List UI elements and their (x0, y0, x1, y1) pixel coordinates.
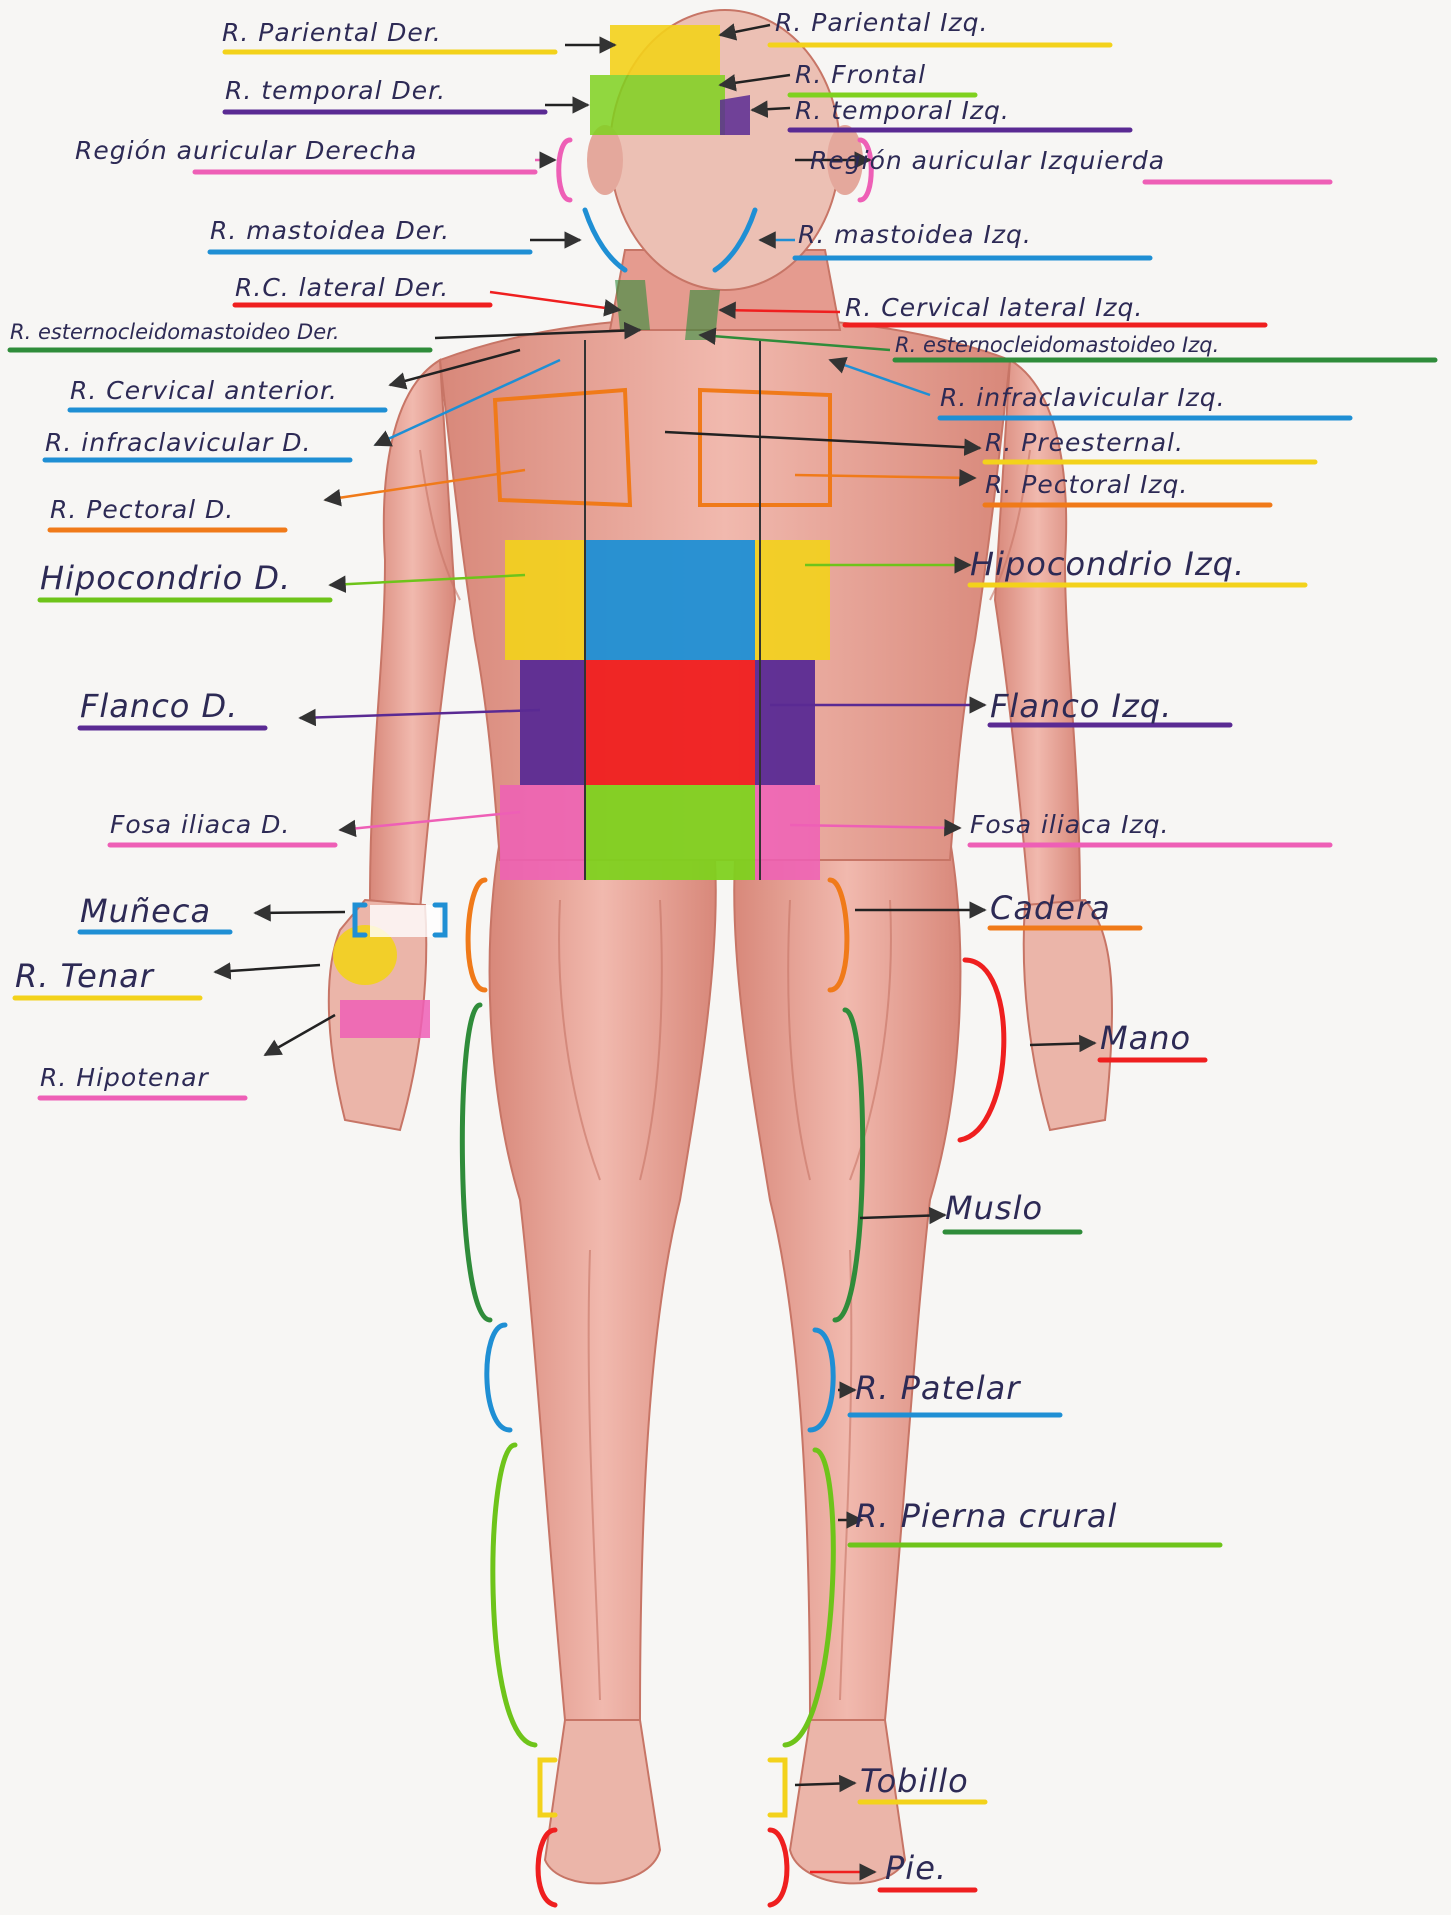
label-preesternal: R. Preesternal. (985, 430, 1184, 455)
right-leg (490, 840, 716, 1720)
bracket-tobillo-izq (770, 1760, 785, 1815)
label-muslo: Muslo (945, 1192, 1043, 1224)
left-hand (1024, 900, 1112, 1130)
bracket-mastoidea-der (585, 210, 625, 270)
hipogastrio-region (585, 785, 755, 880)
mesogastrio-region (585, 660, 755, 785)
label-esterno-izq: R. esternocleidomastoideo Izq. (895, 335, 1219, 356)
label-temporal-der: R. temporal Der. (225, 78, 446, 103)
label-cervical-lat-izq: R. Cervical lateral Izq. (845, 295, 1143, 320)
hipotenar-region (340, 1000, 430, 1038)
bracket-cadera-der (468, 880, 485, 990)
wrist-band (370, 905, 440, 937)
label-parietal-der: R. Pariental Der. (222, 20, 442, 45)
label-infraclavicular-izq: R. infraclavicular Izq. (940, 385, 1226, 410)
label-temporal-izq: R. temporal Izq. (795, 98, 1010, 123)
label-tobillo: Tobillo (860, 1765, 969, 1797)
label-flanco-der: Flanco D. (80, 690, 238, 722)
label-pectoral-izq: R. Pectoral Izq. (985, 472, 1188, 497)
label-esterno-der: R. esternocleidomastoideo Der. (10, 322, 340, 343)
label-flanco-izq: Flanco Izq. (990, 690, 1172, 722)
label-hipocondrio-der: Hipocondrio D. (40, 562, 291, 594)
arrow-hipotenar (265, 1015, 335, 1055)
flanco-izq-region (755, 660, 815, 785)
hipocondrio-der-region (505, 540, 585, 660)
bracket-muslo-der (462, 1005, 490, 1320)
label-patelar: R. Patelar (855, 1372, 1020, 1404)
label-infraclavicular-der: R. infraclavicular D. (45, 430, 311, 455)
label-cervical-lat-der: R.C. lateral Der. (235, 275, 449, 300)
label-mastoidea-izq: R. mastoidea Izq. (798, 222, 1032, 247)
label-parietal-izq: R. Pariental Izq. (775, 10, 988, 35)
label-pie: Pie. (885, 1852, 947, 1884)
label-tenar: R. Tenar (15, 960, 154, 992)
epigastrio-region (585, 540, 755, 660)
label-mano: Mano (1100, 1022, 1191, 1054)
arrow-cervical-lat-der (490, 292, 620, 310)
label-auricular-der: Región auricular Derecha (75, 138, 417, 163)
hipocondrio-izq-region (755, 540, 830, 660)
label-fosa-iliaca-izq: Fosa iliaca Izq. (970, 812, 1169, 837)
frontal-region (590, 75, 725, 135)
label-pierna: R. Pierna crural (855, 1500, 1117, 1532)
label-cadera: Cadera (990, 892, 1111, 924)
temporal-region-izq (720, 95, 750, 135)
label-hipotenar: R. Hipotenar (40, 1065, 209, 1090)
fosa-iliaca-der-region (500, 785, 585, 880)
arrow-tenar (215, 965, 320, 972)
arrow-muneca (255, 912, 345, 913)
bracket-auricular-der (559, 140, 570, 200)
bracket-pie-izq (770, 1830, 787, 1905)
label-fosa-iliaca-der: Fosa iliaca D. (110, 812, 290, 837)
bracket-pierna-der (493, 1445, 535, 1745)
label-auricular-izq: Región auricular Izquierda (810, 148, 1165, 173)
label-muneca: Muñeca (80, 895, 211, 927)
label-pectoral-der: R. Pectoral D. (50, 497, 234, 522)
label-frontal: R. Frontal (795, 62, 926, 87)
bracket-mano (960, 960, 1004, 1140)
right-foot (545, 1720, 660, 1883)
fosa-iliaca-izq-region (755, 785, 820, 880)
parietal-region (610, 25, 720, 75)
label-hipocondrio-izq: Hipocondrio Izq. (970, 548, 1245, 580)
label-mastoidea-der: R. mastoidea Der. (210, 218, 450, 243)
left-leg (734, 840, 960, 1720)
flanco-der-region (520, 660, 585, 785)
label-cervical-ant: R. Cervical anterior. (70, 378, 338, 403)
bracket-patelar-der (487, 1325, 510, 1430)
right-ear (587, 125, 623, 195)
